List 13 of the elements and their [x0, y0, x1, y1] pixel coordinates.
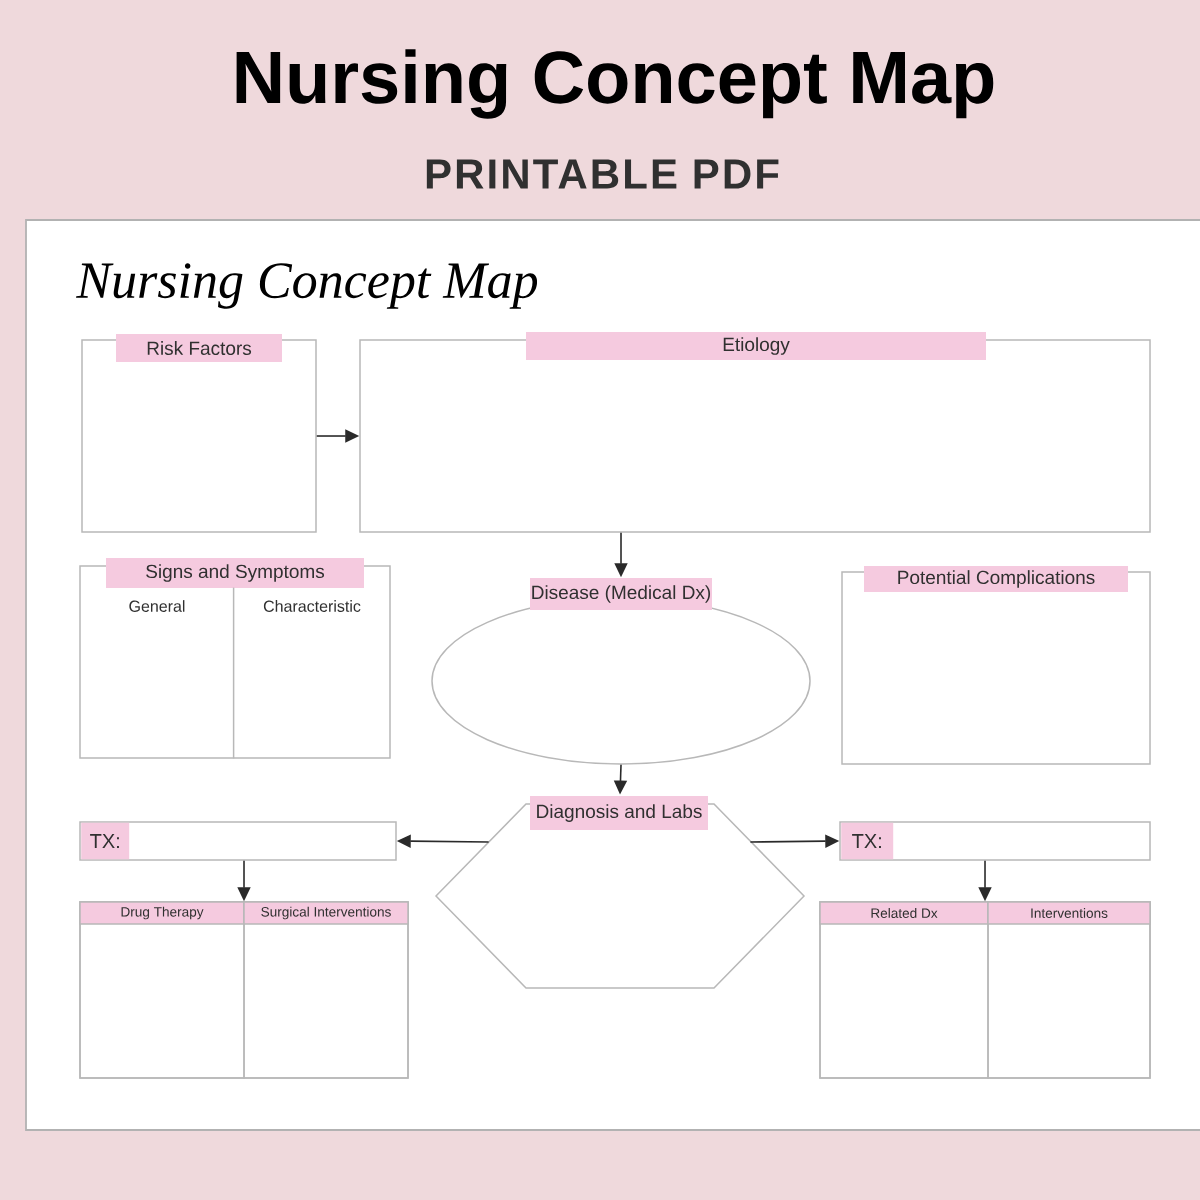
heading-label: Diagnosis and Labs	[530, 796, 708, 830]
field-label: TX:	[841, 822, 894, 860]
column-heading: Characteristic	[263, 600, 361, 612]
sheet-title: Nursing Concept Map	[76, 263, 538, 309]
heading-label: Etiology	[526, 332, 986, 360]
heading-label: Potential Complications	[864, 566, 1128, 592]
heading-label: Signs and Symptoms	[106, 558, 364, 588]
column-heading: General	[129, 600, 185, 612]
field-label: TX:	[81, 822, 130, 860]
subtitle: PRINTABLE PDF	[426, 159, 779, 189]
heading-label: Risk Factors	[116, 334, 282, 362]
title: Nursing Concept Map	[236, 49, 994, 119]
heading-label: Disease (Medical Dx)	[530, 578, 712, 610]
